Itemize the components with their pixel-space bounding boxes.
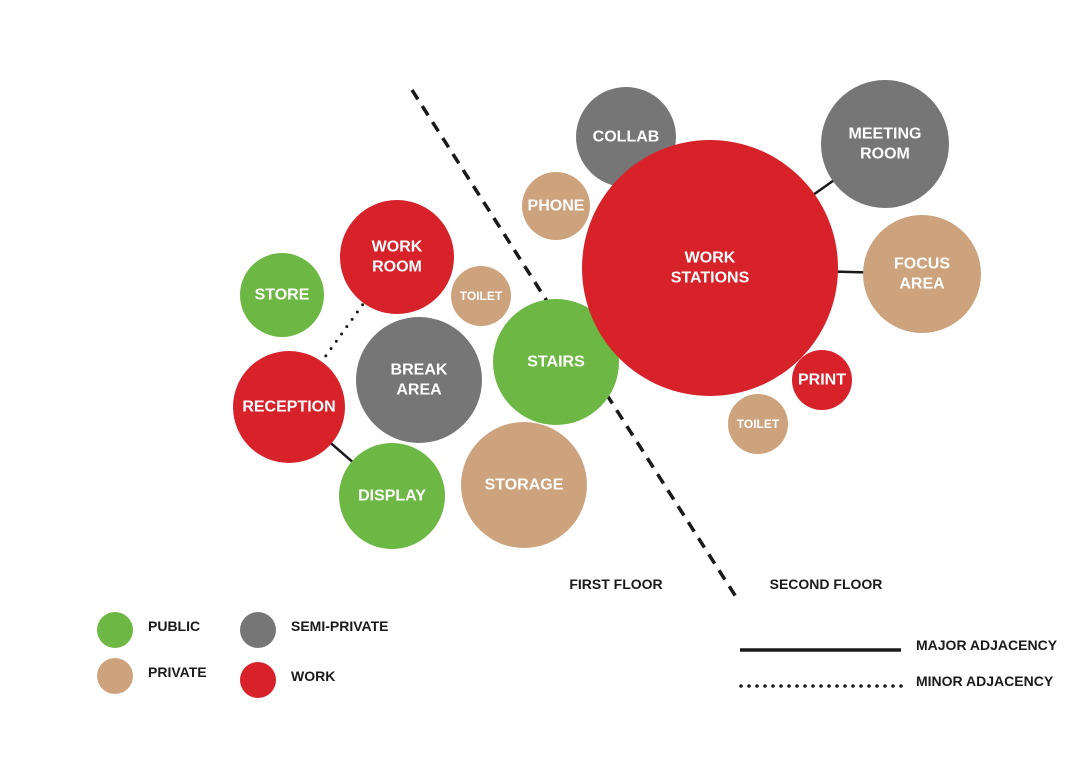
bubble-meeting-room-circle	[821, 80, 949, 208]
bubble-print-label: PRINT	[798, 372, 846, 389]
space-bubbles: STORE WORK ROOM TOILET RECEPTION BREAK AREA STA…	[233, 80, 981, 549]
floor-divider-line	[410, 89, 740, 601]
legend: PUBLIC PRIVATE SEMI-PRIVATE WORK MAJOR A…	[97, 612, 1058, 698]
bubble-reception-circle	[233, 351, 345, 463]
bubble-stairs: STAIRS	[493, 299, 619, 425]
legend-private-swatch	[97, 658, 133, 694]
adjacency-major-reception-display	[329, 441, 355, 464]
bubble-display-circle	[339, 443, 445, 549]
bubble-break-area-label: AREA	[396, 382, 442, 399]
bubble-storage-label: STORAGE	[485, 477, 564, 494]
bubble-focus-area: FOCUS AREA	[863, 215, 981, 333]
bubble-work-room-label: WORK	[372, 239, 423, 256]
first-floor-label: FIRST FLOOR	[569, 576, 662, 592]
bubble-toilet-first: TOILET	[451, 266, 511, 326]
bubble-focus-area-label: FOCUS	[894, 256, 950, 273]
bubble-focus-area-circle	[863, 215, 981, 333]
bubble-store-circle	[240, 253, 324, 337]
bubble-work-stations-circle	[582, 140, 838, 396]
legend-public-swatch	[97, 612, 133, 648]
bubble-print: PRINT	[792, 350, 852, 410]
legend-semi-private-swatch	[240, 612, 276, 648]
bubble-phone-label: PHONE	[528, 198, 585, 215]
bubble-print-circle	[792, 350, 852, 410]
bubble-work-room-label: ROOM	[372, 259, 422, 276]
bubble-meeting-room-label: ROOM	[860, 146, 910, 163]
adjacency-major-work-stations-focus-area	[835, 270, 866, 274]
bubble-work-room: WORK ROOM	[340, 200, 454, 314]
bubble-display-label: DISPLAY	[358, 488, 426, 505]
bubble-meeting-room-label: MEETING	[849, 126, 922, 143]
bubble-toilet-second: TOILET	[728, 394, 788, 454]
bubble-display: DISPLAY	[339, 443, 445, 549]
legend-work-swatch	[240, 662, 276, 698]
legend-private-label: PRIVATE	[148, 664, 207, 680]
bubble-toilet-second-label: TOILET	[737, 417, 780, 431]
bubble-focus-area-label: AREA	[899, 276, 945, 293]
bubble-reception: RECEPTION	[233, 351, 345, 463]
bubble-meeting-room: MEETING ROOM	[821, 80, 949, 208]
bubble-reception-label: RECEPTION	[242, 399, 335, 416]
legend-work-label: WORK	[291, 668, 335, 684]
bubble-storage: STORAGE	[461, 422, 587, 548]
legend-major-label: MAJOR ADJACENCY	[916, 637, 1058, 653]
legend-semi-private-label: SEMI-PRIVATE	[291, 618, 389, 634]
bubble-work-stations: WORK STATIONS	[582, 140, 838, 396]
second-floor-label: SECOND FLOOR	[770, 576, 883, 592]
bubble-break-area-circle	[356, 317, 482, 443]
legend-minor-label: MINOR ADJACENCY	[916, 673, 1054, 689]
bubble-toilet-first-circle	[451, 266, 511, 326]
bubble-stairs-label: STAIRS	[527, 354, 585, 371]
bubble-break-area-label: BREAK	[391, 362, 448, 379]
bubble-storage-circle	[461, 422, 587, 548]
bubble-work-stations-label: STATIONS	[671, 270, 750, 287]
bubble-phone-circle	[522, 172, 590, 240]
bubble-store-label: STORE	[255, 287, 310, 304]
bubble-store: STORE	[240, 253, 324, 337]
adjacency-major-work-stations-meeting-room	[812, 178, 836, 197]
legend-public-label: PUBLIC	[148, 618, 200, 634]
bubble-work-stations-label: WORK	[685, 250, 736, 267]
adjacency-minor-reception-work-room	[319, 300, 367, 365]
bubble-break-area: BREAK AREA	[356, 317, 482, 443]
bubble-phone: PHONE	[522, 172, 590, 240]
bubble-stairs-circle	[493, 299, 619, 425]
adjacency-lines	[319, 178, 866, 464]
bubble-toilet-first-label: TOILET	[460, 289, 503, 303]
bubble-work-room-circle	[340, 200, 454, 314]
bubble-toilet-second-circle	[728, 394, 788, 454]
bubble-collab-label: COLLAB	[593, 129, 660, 146]
